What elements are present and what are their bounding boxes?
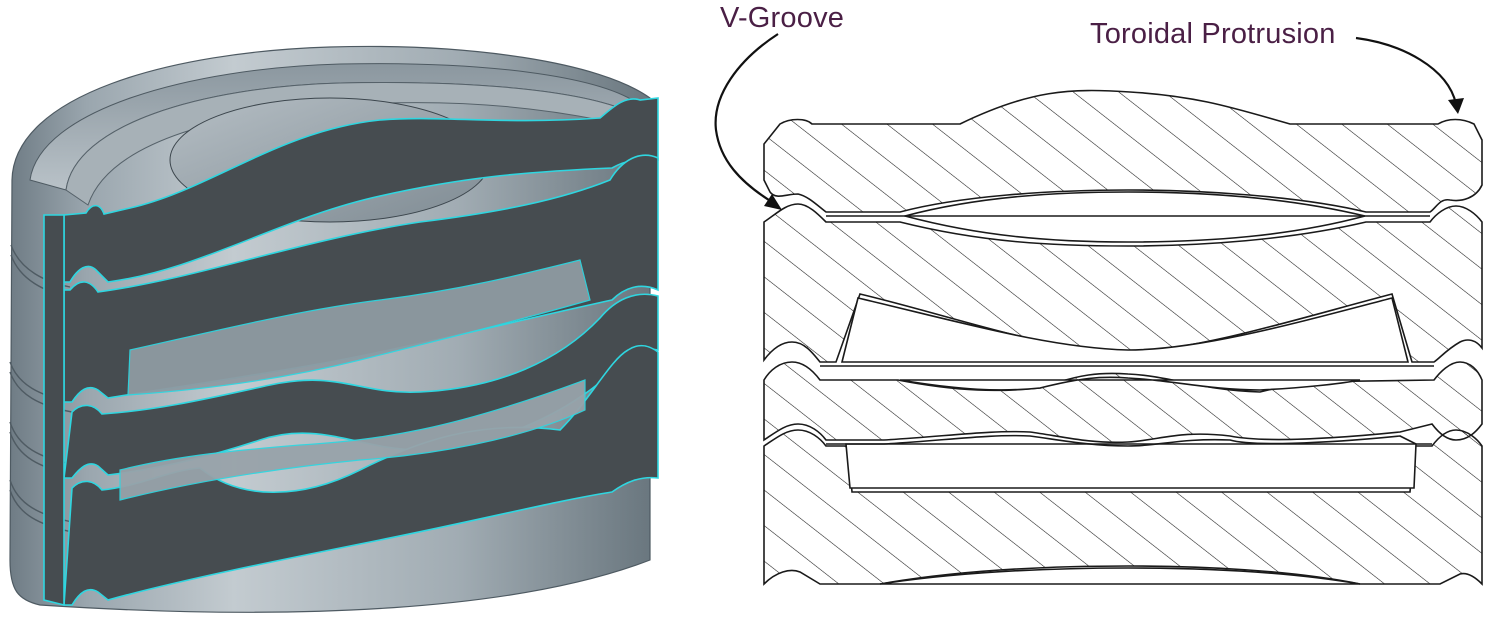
lens-4 <box>845 434 1417 489</box>
lens-3 <box>899 376 1361 391</box>
v-groove-arrow <box>714 33 779 203</box>
gap-lines <box>820 215 1434 445</box>
section-ring-2 <box>763 203 1483 363</box>
annotation-arrows <box>714 33 1458 203</box>
cutaway-render <box>9 45 659 613</box>
cut-front-edge <box>43 214 65 607</box>
section-ring-4 <box>763 429 1483 586</box>
inner-surfaces <box>119 259 591 501</box>
v-groove-arrowhead <box>764 194 782 210</box>
section-ring-1 <box>763 89 1483 213</box>
toroidal-arrow <box>1355 36 1458 105</box>
lens-5 <box>879 567 1361 585</box>
toroidal-protrusion-label: Toroidal Protrusion <box>1090 18 1336 50</box>
v-groove-label: V-Groove <box>720 2 845 34</box>
toroidal-arrowhead <box>1448 98 1464 114</box>
section-ring-3 <box>763 361 1483 444</box>
cross-section <box>763 89 1483 586</box>
arrowheads <box>764 98 1464 210</box>
lens-2 <box>840 297 1410 363</box>
